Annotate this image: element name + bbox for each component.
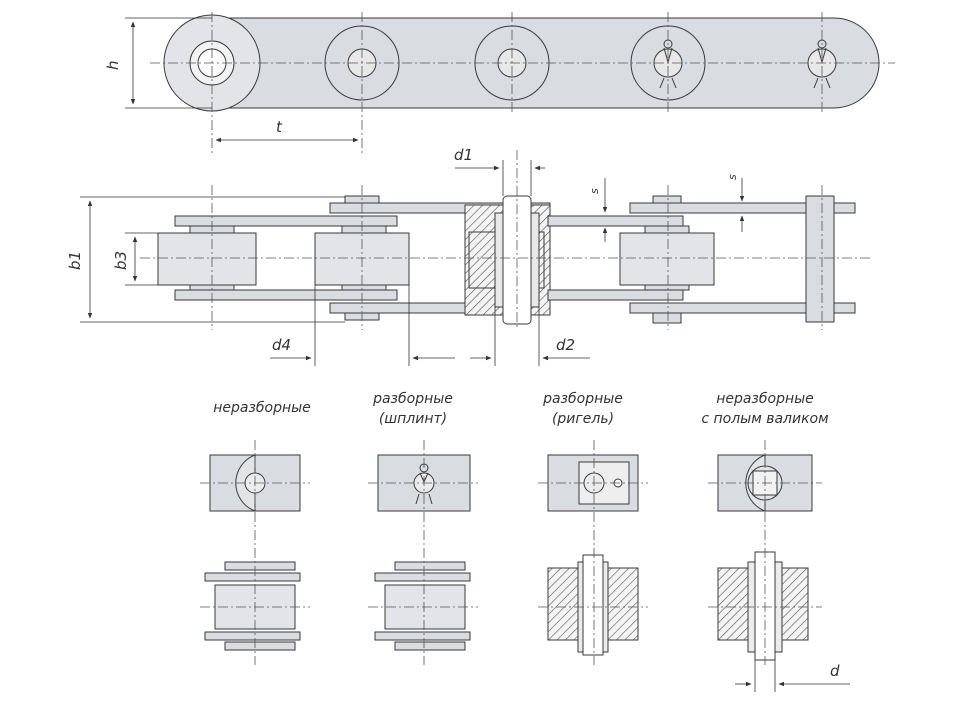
dim-h (125, 17, 212, 109)
caption-variant-4-line1: неразборные (716, 391, 814, 407)
top-center-lines (150, 12, 895, 155)
section-center-lines (140, 150, 870, 330)
dim-d (735, 660, 850, 692)
variant-center-lines (200, 440, 822, 665)
dim-label-s-left: s (588, 188, 601, 194)
section-dimensions (80, 160, 745, 366)
dim-label-d2: d2 (556, 336, 575, 354)
dim-label-d: d (830, 662, 840, 680)
dim-label-b1: b1 (66, 251, 84, 270)
section-view (157, 195, 856, 325)
dim-label-h: h (104, 60, 122, 70)
dim-label-t: t (276, 118, 283, 136)
caption-variant-1: неразборные (213, 400, 311, 416)
dim-label-s-right: s (726, 174, 739, 180)
caption-variant-3-line2: (ригель) (552, 411, 614, 427)
dim-label-d1: d1 (454, 146, 473, 164)
caption-variant-4-line2: с полым валиком (701, 411, 829, 427)
caption-variant-3-line1: разборные (542, 391, 623, 407)
dim-label-d4: d4 (272, 336, 291, 354)
variant-sections (204, 551, 809, 661)
caption-variant-2-line2: (шплинт) (379, 411, 447, 427)
caption-variant-2-line1: разборные (372, 391, 453, 407)
dim-label-b3: b3 (112, 251, 130, 270)
